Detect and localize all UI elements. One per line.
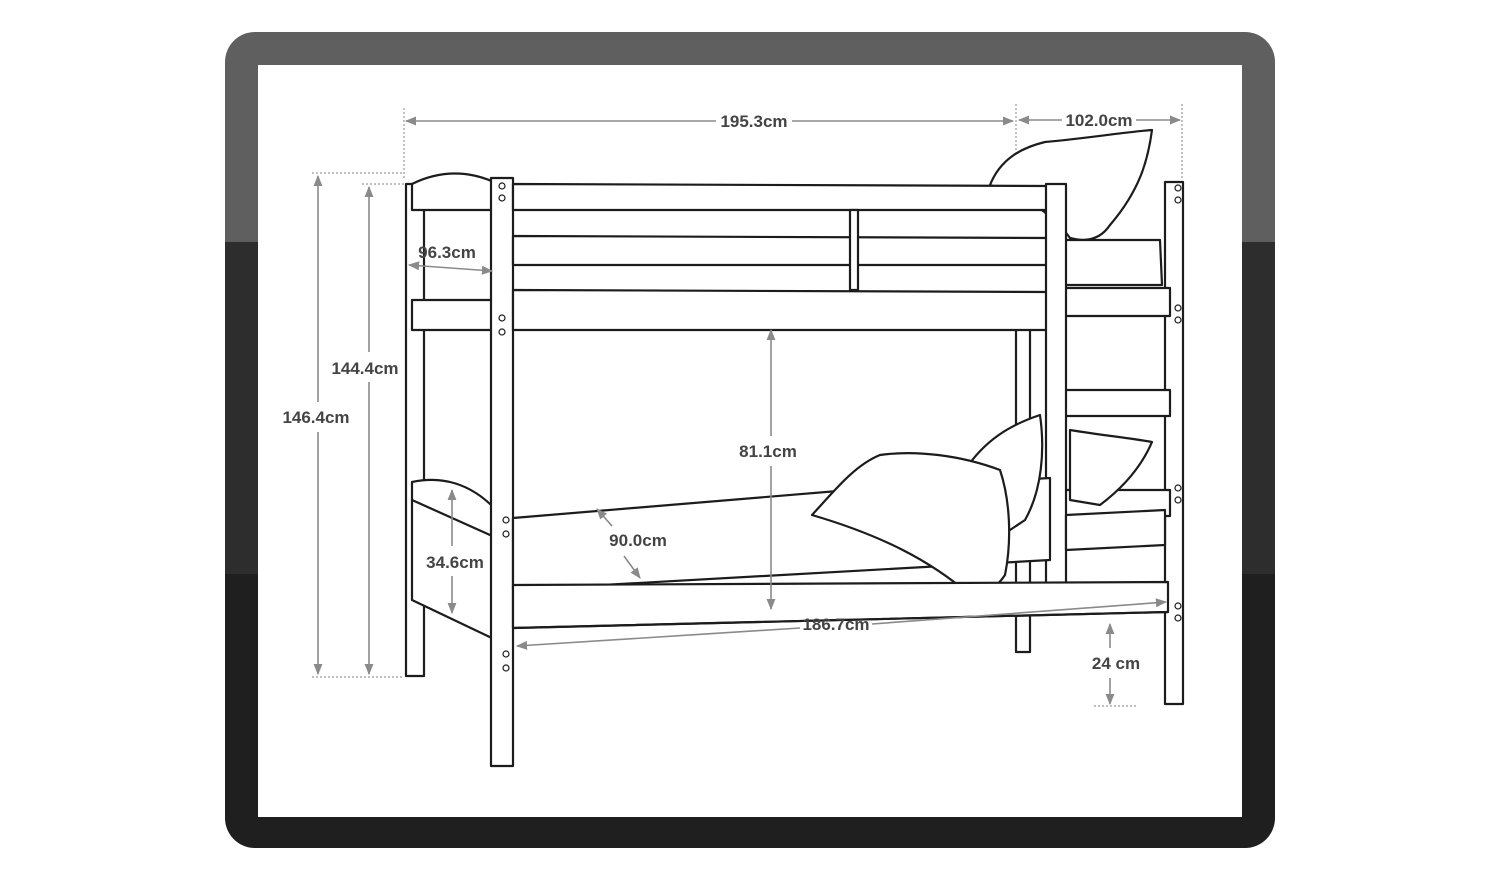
front-left-post — [489, 176, 515, 768]
label-end-panel-width: 96.3cm — [418, 243, 476, 262]
label-floor-clearance: 24 cm — [1092, 654, 1140, 673]
label-mattress-width: 90.0cm — [609, 531, 667, 550]
upper-end-rail — [410, 298, 500, 332]
label-height-overall: 146.4cm — [282, 408, 349, 427]
label-clearance: 81.1cm — [739, 442, 797, 461]
dimension-labels: 195.3cm 102.0cm 96.3cm 144.4cm 146.4cm 8… — [282, 111, 1140, 673]
rail-spacer — [848, 208, 860, 292]
upper-guard-rail-top — [511, 182, 1052, 212]
bolt-holes — [498, 182, 1182, 672]
dimension-lines — [312, 104, 1183, 707]
label-overall-length: 195.3cm — [720, 112, 787, 131]
lower-side-rail-edge — [511, 610, 1170, 630]
upper-guard-rail-middle — [511, 234, 1052, 267]
lower-back-pillow — [1068, 428, 1154, 507]
label-mattress-length: 186.7cm — [802, 615, 869, 634]
upper-mattress — [1058, 238, 1164, 287]
ladder-rung-2 — [1060, 388, 1172, 418]
label-overall-width: 102.0cm — [1065, 111, 1132, 130]
label-height-inner: 144.4cm — [331, 359, 398, 378]
ladder-rung-1 — [1060, 286, 1172, 318]
lower-pillow-front — [810, 452, 1011, 597]
lower-headboard-edge — [410, 498, 492, 537]
label-end-panel-height: 34.6cm — [426, 553, 484, 572]
back-right-post — [1163, 180, 1185, 706]
bunk-bed-drawing — [404, 128, 1185, 768]
upper-side-rail — [511, 288, 1052, 332]
upper-headboard — [410, 172, 500, 212]
lower-mattress-end — [1064, 508, 1167, 552]
